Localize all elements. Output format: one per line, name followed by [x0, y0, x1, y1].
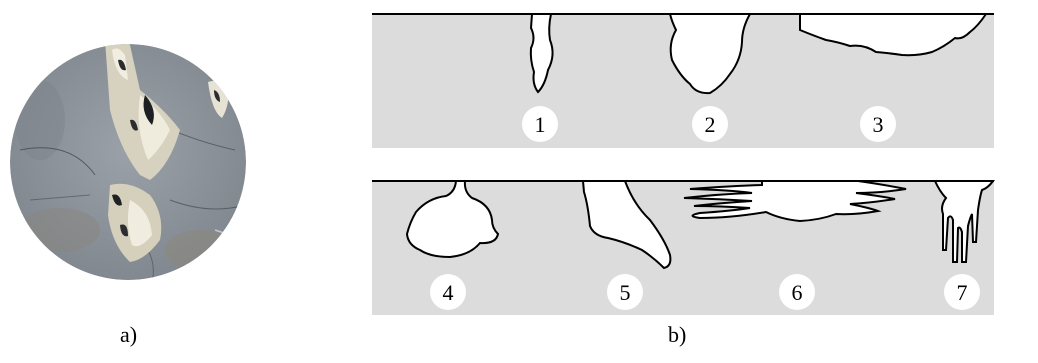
- svg-text:7: 7: [957, 280, 968, 305]
- pit-shape-3: [799, 13, 988, 57]
- defect-label-3: 3: [860, 106, 896, 142]
- svg-text:1: 1: [535, 112, 546, 137]
- pit-shape-5: [581, 180, 672, 270]
- defect-label-1: 1: [522, 106, 558, 142]
- pit-shape-4: [405, 180, 500, 259]
- pit-shape-7: [933, 180, 995, 263]
- panel-a-caption: a): [120, 322, 138, 347]
- pit-shape-6: [683, 180, 907, 223]
- defect-label-5: 5: [607, 274, 643, 310]
- pit-shape-2: [668, 13, 752, 95]
- svg-text:2: 2: [705, 112, 716, 137]
- panel-b-caption: b): [668, 322, 687, 347]
- pit-shape-1: [529, 13, 554, 94]
- svg-text:5: 5: [620, 280, 631, 305]
- svg-text:4: 4: [443, 280, 454, 305]
- svg-text:3: 3: [873, 112, 884, 137]
- defect-label-4: 4: [430, 274, 466, 310]
- defect-label-7: 7: [944, 274, 980, 310]
- defect-label-2: 2: [692, 106, 728, 142]
- svg-text:6: 6: [792, 280, 803, 305]
- micrograph-photo: [10, 44, 246, 280]
- defect-label-6: 6: [779, 274, 815, 310]
